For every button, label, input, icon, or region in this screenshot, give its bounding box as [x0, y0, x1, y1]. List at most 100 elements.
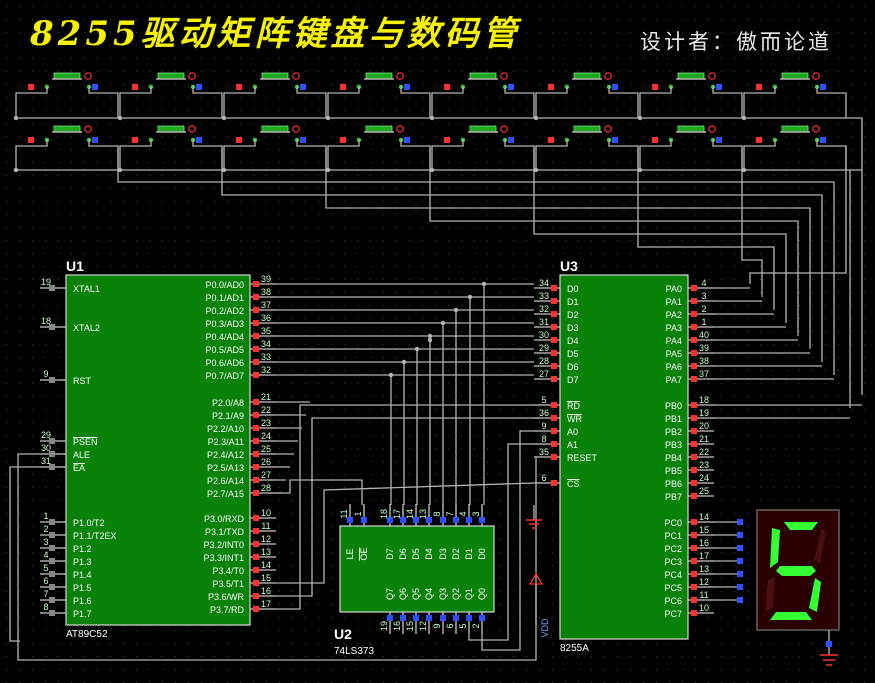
button-actuator-icon: [604, 125, 612, 133]
pin-marker: [691, 610, 697, 616]
keypad-button: [469, 125, 497, 133]
u1-pin-number: 24: [261, 431, 271, 441]
u2-part: 74LS373: [334, 646, 374, 657]
button-lead: [535, 87, 568, 118]
pin-marker: [612, 84, 618, 90]
pin-marker: [551, 428, 557, 434]
keypad-button: [261, 125, 289, 133]
button-cap: [53, 125, 81, 133]
button-lead: [327, 87, 360, 118]
u1-pin-label: ALE: [73, 450, 90, 460]
u3-pin-label: RESET: [567, 453, 598, 463]
u3-pin-number: 40: [699, 330, 709, 340]
pin-marker: [253, 580, 259, 586]
pin-marker: [400, 615, 406, 621]
ea-wire: [9, 466, 40, 642]
u3-pin-number: 32: [539, 304, 549, 314]
u1-pin-number: 6: [43, 576, 48, 586]
button-cap: [53, 72, 81, 80]
u3-pin-number: 27: [539, 369, 549, 379]
pin-marker: [453, 615, 459, 621]
pin-marker: [479, 517, 485, 523]
button-lead: [816, 140, 847, 171]
button-lead: [639, 140, 672, 171]
u3-pin-label: PC6: [664, 596, 682, 606]
pin-marker: [253, 412, 259, 418]
u2-pin-label: D6: [398, 548, 408, 560]
pin-marker: [444, 137, 450, 143]
pin-marker: [49, 519, 55, 525]
button-actuator-icon: [500, 125, 508, 133]
u1-pin-number: 7: [43, 589, 48, 599]
u3-pin-label: PA2: [666, 310, 682, 320]
u2-pin-number: 6: [445, 623, 455, 628]
u3-pin-label: CS: [567, 479, 580, 489]
u3-pin-label: D2: [567, 310, 579, 320]
pin-marker: [551, 480, 557, 486]
matrix-column-wire: [221, 146, 823, 362]
ale-wire: [17, 453, 537, 661]
u1-pin-label: P2.6/A14: [207, 476, 244, 486]
u1-pin-number: 14: [261, 560, 271, 570]
pin-marker: [551, 311, 557, 317]
button-lead: [192, 140, 223, 171]
segment-a: [784, 522, 818, 530]
u1-pin-label: P1.6: [73, 596, 92, 606]
button-actuator-icon: [812, 72, 820, 80]
pin-marker: [508, 84, 514, 90]
pin-marker: [820, 84, 826, 90]
button-lead: [88, 87, 119, 118]
pin-marker: [691, 532, 697, 538]
u1-ref: U1: [66, 258, 84, 274]
u3-pin-label: PC5: [664, 583, 682, 593]
pin-marker: [551, 350, 557, 356]
junction-dot: [741, 115, 747, 121]
matrix-column-wire: [637, 146, 775, 310]
pin-marker: [387, 615, 393, 621]
u1-pin-label: P1.1/T2EX: [73, 531, 117, 541]
u3-pin-number: 21: [699, 434, 709, 444]
u3-pin-label: PA3: [666, 323, 682, 333]
button-actuator-icon: [604, 72, 612, 80]
pin-marker: [300, 84, 306, 90]
u2-pin-label: OE: [359, 547, 369, 560]
button-cap: [365, 72, 393, 80]
pin-marker: [426, 615, 432, 621]
u1-pin-number: 33: [261, 352, 271, 362]
u2-pin-number: 14: [405, 509, 415, 519]
u2-pin-number: 19: [379, 621, 389, 631]
keypad-button: [781, 125, 809, 133]
u2-pin-label: Q0: [477, 588, 487, 600]
u1-pin-number: 16: [261, 586, 271, 596]
u3-pin-number: 2: [701, 304, 706, 314]
pin-marker: [132, 137, 138, 143]
pin-marker: [49, 438, 55, 444]
junction-dot: [533, 167, 539, 173]
pin-marker: [691, 285, 697, 291]
pin-marker: [691, 298, 697, 304]
pin-marker: [652, 84, 658, 90]
button-actuator-icon: [84, 125, 92, 133]
u1-pin-label: P0.5/AD5: [205, 345, 244, 355]
pin-marker: [716, 84, 722, 90]
pin-marker: [737, 545, 743, 551]
keypad-button: [53, 72, 81, 80]
pin-marker: [551, 363, 557, 369]
u2-pin-number: 7: [445, 511, 455, 516]
u3-pin-number: 14: [699, 512, 709, 522]
pin-marker: [691, 584, 697, 590]
segment-g: [776, 566, 816, 576]
u1-pin-label: P3.6/WR: [208, 592, 245, 602]
pin-marker: [737, 532, 743, 538]
u3-pin-number: 20: [699, 421, 709, 431]
u1-pin-number: 21: [261, 392, 271, 402]
button-lead: [712, 87, 743, 118]
pin-marker: [49, 597, 55, 603]
u3-pin-label: D3: [567, 323, 579, 333]
u1-pin-label: P1.7: [73, 609, 92, 619]
matrix-column-wire: [429, 146, 799, 336]
u1-pin-label: P0.0/AD0: [205, 280, 244, 290]
button-lead: [192, 87, 223, 118]
u3-pin-label: PA5: [666, 349, 682, 359]
